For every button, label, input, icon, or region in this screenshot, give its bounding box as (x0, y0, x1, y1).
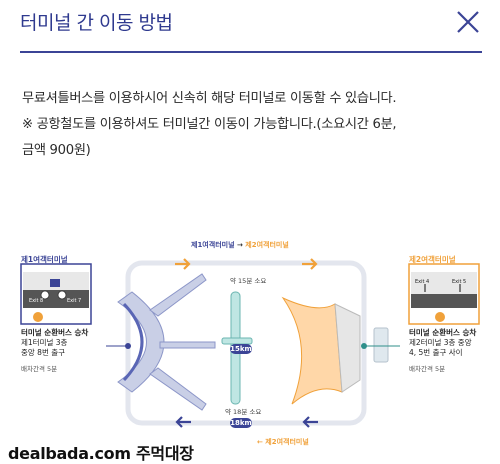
header-divider (20, 51, 482, 53)
route-bottom-duration: 약 18분 소요 (225, 408, 262, 416)
terminal1-panel-title: 제1여객터미널 (21, 255, 68, 264)
terminal2-building-shape (281, 296, 400, 405)
route-arrow-top-1 (175, 258, 191, 270)
route-arrow-bottom-1 (175, 416, 191, 428)
route-top-duration: 약 15분 소요 (230, 277, 267, 285)
watermark-text: dealbada.com 주먹대장 (8, 444, 194, 463)
description-text: 무료셔틀버스를 이용하시어 신속히 해당 터미널로 이동할 수 있습니다. ※ … (22, 86, 492, 164)
terminal2-detail-2: 4, 5번 출구 사이 (409, 348, 463, 357)
description-line-3: 금액 900원) (22, 143, 91, 158)
description-line-2: ※ 공항철도를 이용하셔도 터미널간 이동이 가능합니다.(소요시간 6분, (22, 117, 397, 132)
terminal1-detail-1: 제1터미널 3층 (21, 338, 68, 347)
terminal1-interval: 배차간격 5분 (21, 365, 58, 373)
route-top-from: 제1여객터미널 (191, 241, 235, 249)
terminal2-bus-heading: 터미널 순환버스 승차 (409, 328, 477, 337)
terminal2-interval: 배차간격 5분 (409, 365, 446, 373)
terminal1-detail-2: 중앙 8번 출구 (21, 348, 66, 357)
terminal1-exit-a: Exit 8 (29, 298, 44, 304)
close-icon (457, 11, 479, 33)
route-top-arrow: → (236, 241, 243, 249)
terminal2-panel-title: 제2여객터미널 (409, 255, 456, 264)
terminal1-bus-heading: 터미널 순환버스 승차 (21, 328, 89, 337)
terminal2-exit-a: Exit 4 (415, 279, 430, 285)
terminal-diagram: 제1여객터미널 → 제2여객터미널 약 15분 소요 15km 약 18분 소요… (0, 232, 500, 462)
route-bottom-label: ← 제2여객터미널 (257, 438, 309, 446)
description-line-1: 무료셔틀버스를 이용하시어 신속히 해당 터미널로 이동할 수 있습니다. (22, 91, 397, 106)
terminal1-building-shape (106, 273, 216, 411)
route-arrow-bottom-2 (302, 416, 318, 428)
terminal2-detail-1: 제2터미널 3층 중앙 (409, 338, 472, 347)
terminal2-exit-b: Exit 5 (452, 279, 467, 285)
modal-title: 터미널 간 이동 방법 (20, 12, 173, 34)
route-top-to: 제2여객터미널 (245, 241, 289, 249)
route-arrow-top-2 (302, 258, 318, 270)
route-bottom-distance-badge: 18km (230, 418, 252, 428)
terminal2-panel-frame (408, 263, 480, 325)
close-button[interactable] (452, 6, 484, 38)
terminal1-exit-b: Exit 7 (67, 298, 82, 304)
route-top-distance-badge: 15km (230, 344, 252, 354)
modal-header: 터미널 간 이동 방법 (0, 0, 500, 56)
diagram-graphic (20, 258, 480, 428)
terminal1-panel-frame (20, 263, 92, 325)
route-top-label: 제1여객터미널 → 제2여객터미널 (191, 240, 289, 250)
